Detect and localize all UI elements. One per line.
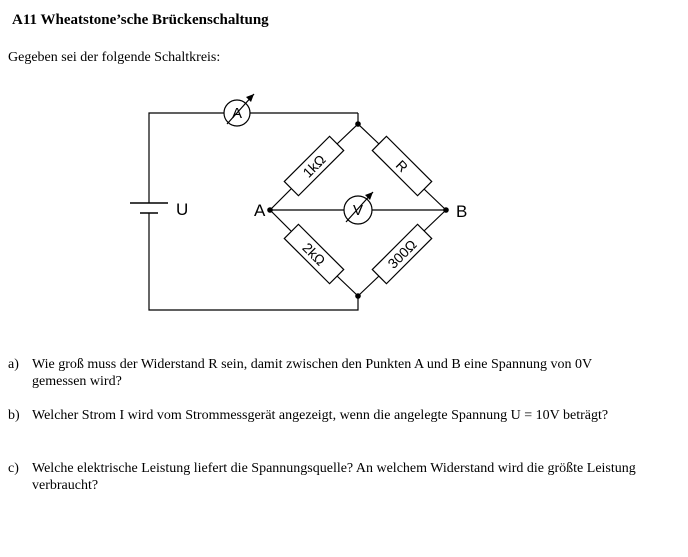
resistor-bottom-left-label: 2kΩ xyxy=(299,239,328,268)
resistor-bottom-right xyxy=(371,223,433,285)
resistor-top-right xyxy=(371,135,433,197)
ammeter-circle xyxy=(223,99,251,127)
node-a-dot xyxy=(267,207,273,213)
intro-text: Gegeben sei der folgende Schaltkreis: xyxy=(8,50,221,65)
question-a: a) Wie groß muss der Widerstand R sein, … xyxy=(8,356,648,390)
question-text: Welcher Strom I wird vom Strommessgerät … xyxy=(32,408,609,423)
task-title: A11 Wheatstone’sche Brückenschaltung xyxy=(12,12,269,28)
question-marker: b) xyxy=(8,408,20,423)
node-b-label: B xyxy=(456,202,467,221)
wire-top xyxy=(148,112,224,203)
wire-bottom-left-to-bottom xyxy=(336,275,359,297)
wire-top-left-to-top xyxy=(336,123,359,145)
wire-top-right-to-b xyxy=(423,188,447,211)
wire-a-to-bottom-left xyxy=(269,209,292,232)
wire-top-to-top-right xyxy=(357,123,380,145)
question-text: Welche elektrische Leistung liefert die … xyxy=(32,461,636,493)
wire-bottom-right-to-b xyxy=(423,209,447,232)
question-text: Wie groß muss der Widerstand R sein, dam… xyxy=(32,357,592,389)
wire-a-to-top-left xyxy=(269,188,292,211)
node-b-dot xyxy=(443,207,449,213)
wire-bottom xyxy=(148,213,359,311)
resistor-bottom-left xyxy=(283,223,345,285)
node-top-dot xyxy=(355,121,361,127)
resistor-top-left xyxy=(283,135,345,197)
question-marker: c) xyxy=(8,461,19,476)
ammeter-label: A xyxy=(232,105,242,122)
question-b: b) Welcher Strom I wird vom Strommessger… xyxy=(8,407,648,424)
resistor-bottom-right-label: 300Ω xyxy=(384,236,419,271)
voltmeter-circle xyxy=(343,195,373,225)
voltmeter-label: V xyxy=(353,202,363,219)
resistor-top-left-label: 1kΩ xyxy=(299,151,328,180)
voltmeter-arrow-head xyxy=(365,192,373,200)
ammeter-arrow-head xyxy=(246,94,254,102)
question-marker: a) xyxy=(8,357,19,372)
resistor-top-right-label: R xyxy=(393,157,411,175)
question-c: c) Welche elektrische Leistung liefert d… xyxy=(8,460,648,494)
wire-bottom-to-bottom-right xyxy=(357,275,380,297)
source-label: U xyxy=(176,200,188,219)
node-bottom-dot xyxy=(355,293,361,299)
node-a-label: A xyxy=(254,201,266,220)
